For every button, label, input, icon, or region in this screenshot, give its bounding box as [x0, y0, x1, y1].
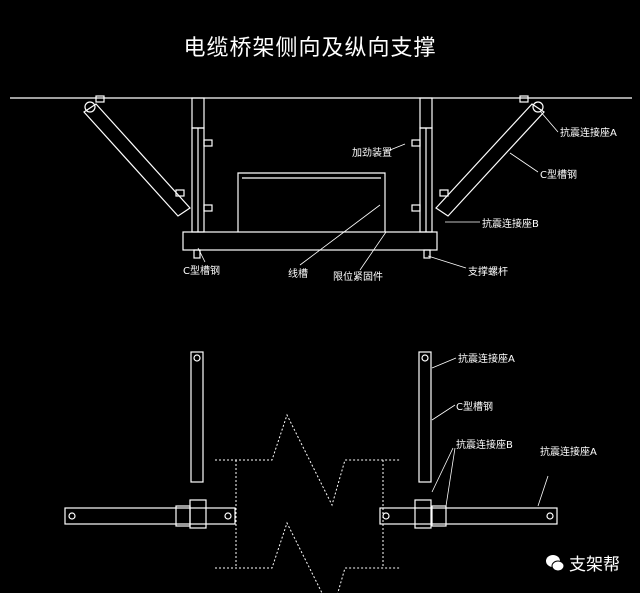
left-vertical-rod [191, 97, 213, 233]
label-support-rod: 支撑螺杆 [468, 267, 508, 278]
leader-lines-top [197, 110, 559, 271]
label-seat-a: 抗震连接座A [560, 128, 617, 139]
left-longitudinal-brace [64, 351, 236, 529]
label-seat-a-right: 抗震连接座A [540, 447, 597, 458]
label-c-channel-bottom: C型槽钢 [183, 266, 220, 277]
wechat-icon [545, 554, 565, 572]
label-stiffener: 加劲装置 [352, 148, 392, 159]
right-diagonal-brace [435, 95, 545, 217]
label-limit-fastener: 限位紧固件 [333, 272, 383, 283]
watermark-text: 支架帮 [569, 555, 620, 575]
break-section [215, 413, 400, 593]
horizontal-beam [182, 231, 438, 259]
label-seat-b-bottom: 抗震连接座B [456, 440, 513, 451]
leader-lines-bottom [431, 357, 549, 507]
left-diagonal-brace [83, 95, 191, 217]
label-seat-a-top: 抗震连接座A [458, 354, 515, 365]
label-c-channel-right: C型槽钢 [540, 170, 577, 181]
diagram-title: 电缆桥架侧向及纵向支撑 [183, 36, 437, 61]
watermark: 支架帮 [545, 550, 620, 575]
label-c-channel: C型槽钢 [456, 402, 493, 413]
right-vertical-rod [411, 97, 433, 233]
label-seat-b: 抗震连接座B [482, 219, 539, 230]
label-tray: 线槽 [288, 269, 308, 280]
cable-tray [237, 172, 386, 232]
